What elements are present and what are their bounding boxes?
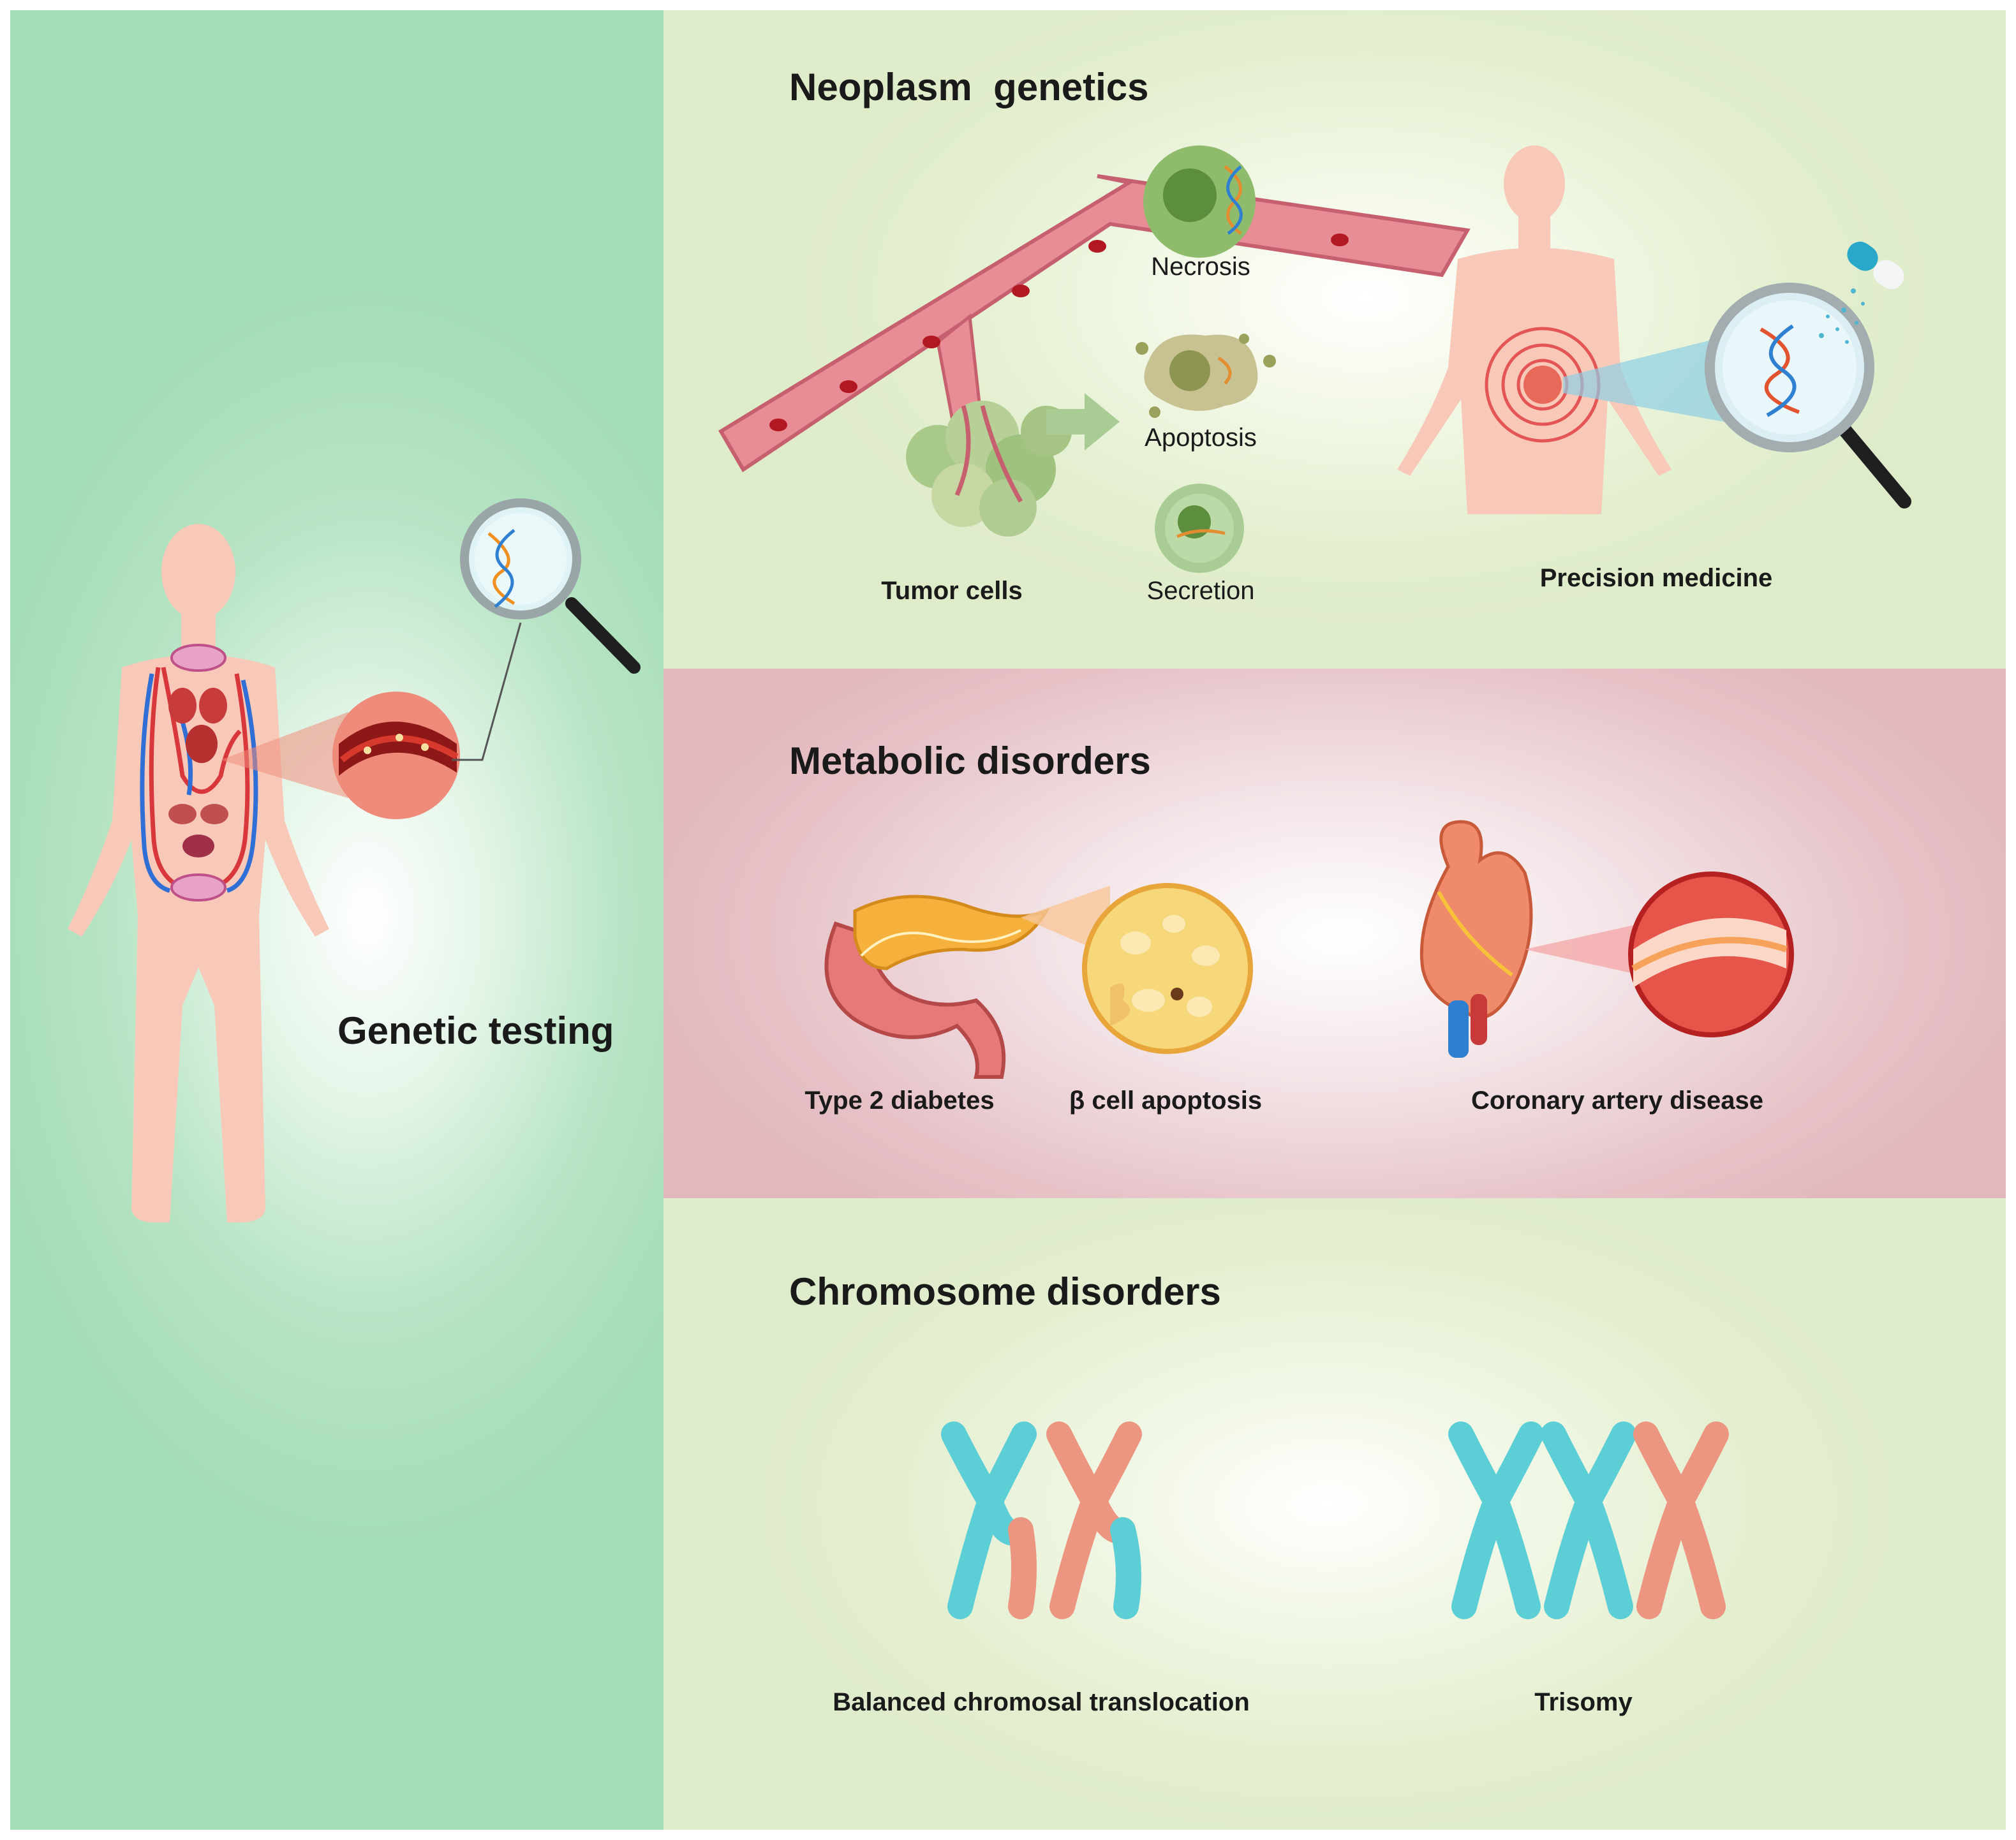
chromosome-disorders-panel: Chromosome disorders Balanced chromosal … xyxy=(663,1198,2006,1830)
human-body-figure xyxy=(68,524,329,1222)
organs-icon xyxy=(168,644,228,901)
heart-zoom-beam xyxy=(1525,924,1640,975)
dna-icon xyxy=(487,529,515,608)
chromosome-heading: Chromosome disorders xyxy=(789,1270,1221,1313)
trisomy-label: Trisomy xyxy=(1534,1688,1633,1716)
secretion-cell-icon xyxy=(1155,484,1244,573)
coronary-artery-disease-label: Coronary artery disease xyxy=(1471,1087,1764,1115)
type2-diabetes-label: Type 2 diabetes xyxy=(804,1087,995,1115)
metabolic-disorders-panel: Metabolic disorders Type 2 diabetes β ce… xyxy=(663,669,2006,1198)
arrow-icon xyxy=(1046,393,1120,450)
genetic-testing-panel: Genetic testing xyxy=(10,10,663,1830)
blood-vessel-zoom-icon xyxy=(332,692,460,819)
magnifier-icon xyxy=(460,498,641,674)
beta-cell-apoptosis-label: β cell apoptosis xyxy=(1069,1087,1263,1115)
secretion-label: Secretion xyxy=(1146,577,1255,605)
metabolic-heading: Metabolic disorders xyxy=(789,739,1151,782)
chromosome-blue-1 xyxy=(1448,1421,1544,1619)
apoptosis-label: Apoptosis xyxy=(1145,424,1257,452)
tumor-cells-label: Tumor cells xyxy=(881,577,1023,605)
beam xyxy=(1563,332,1742,425)
tumor-cells-icon xyxy=(906,401,1072,537)
precision-magnifier-icon xyxy=(1705,283,1911,508)
precision-medicine-label: Precision medicine xyxy=(1539,564,1773,592)
genetic-testing-illustration xyxy=(68,498,641,1222)
heart-icon xyxy=(1419,820,1533,1058)
connector-line xyxy=(452,622,522,761)
apoptosis-cell-icon xyxy=(1136,334,1276,418)
necrosis-label: Necrosis xyxy=(1151,253,1250,281)
capsule-icon xyxy=(1847,241,1904,290)
necrosis-cell-icon xyxy=(1143,145,1256,258)
neoplasm-heading: Neoplasm genetics xyxy=(789,66,1149,108)
blood-vessel-icon xyxy=(718,174,1471,473)
chromosome-blue-translocated xyxy=(941,1421,1037,1619)
chromosome-illustration xyxy=(941,1421,1729,1619)
genetic-testing-title: Genetic testing xyxy=(337,1009,614,1052)
metabolic-illustration xyxy=(824,820,1794,1079)
chromosome-pink-translocated xyxy=(1046,1421,1142,1619)
neoplasm-illustration xyxy=(718,145,1911,573)
beta-cell-icon xyxy=(1082,883,1253,1054)
zoom-beam xyxy=(221,712,348,798)
translocation-label: Balanced chromosal translocation xyxy=(833,1688,1250,1716)
particles-icon xyxy=(1819,288,1865,344)
pancreas-icon xyxy=(824,894,1050,1079)
artery-icon xyxy=(1628,872,1794,1037)
neoplasm-genetics-panel: Neoplasm genetics Tumor cells Necrosis A… xyxy=(663,10,2006,669)
chromosome-blue-2 xyxy=(1541,1421,1636,1619)
chromosome-pink xyxy=(1633,1421,1729,1619)
